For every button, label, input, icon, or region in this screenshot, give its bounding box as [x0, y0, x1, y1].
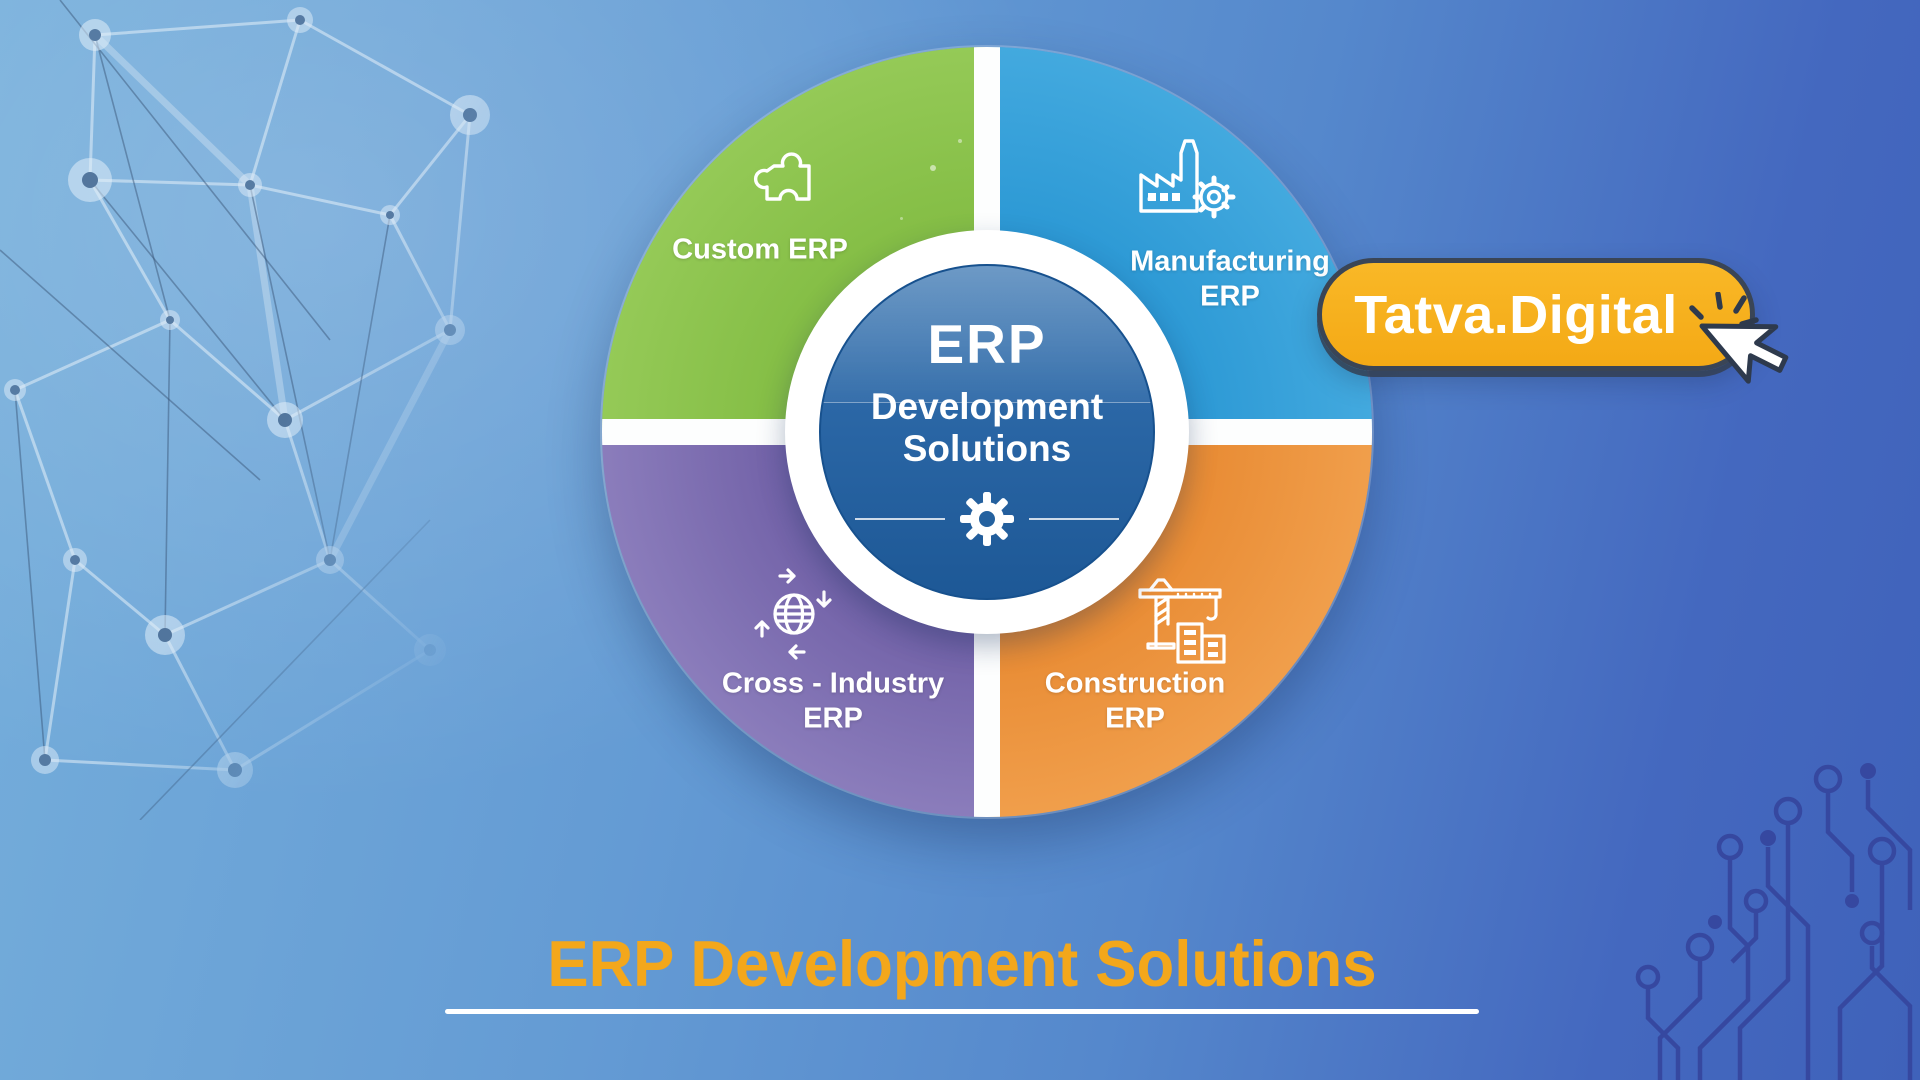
- sparkle-dot: [900, 217, 903, 220]
- circuit-decoration: [1635, 763, 1913, 1080]
- center-subtitle-line2: Solutions: [902, 428, 1072, 469]
- network-decoration: [0, 0, 490, 820]
- tatva-digital-button-label: Tatva.Digital: [1354, 284, 1678, 345]
- label-line: Construction: [1044, 667, 1226, 700]
- tatva-digital-button[interactable]: Tatva.Digital: [1317, 258, 1755, 371]
- center-hub: ERP Development Solutions: [819, 264, 1155, 600]
- gear-icon: [960, 492, 1014, 546]
- sparkle-dot: [958, 139, 962, 143]
- label-line: ERP: [1200, 281, 1260, 313]
- label-line: Cross - Industry: [721, 667, 945, 700]
- network-nodes: [4, 7, 490, 788]
- label-line: Manufacturing: [1130, 245, 1330, 278]
- center-title: ERP: [927, 313, 1047, 375]
- puzzle-icon: [753, 152, 811, 201]
- label-custom-erp: Custom ERP: [672, 232, 848, 267]
- title-underline: [445, 1009, 1479, 1014]
- center-subtitle-line1: Development: [870, 386, 1104, 427]
- label-line: ERP: [803, 703, 863, 735]
- label-line: Custom ERP: [672, 233, 848, 266]
- globe-arrows-icon: [754, 568, 832, 660]
- factory-gear-icon: [1139, 139, 1236, 219]
- cursor-click-icon: [1689, 292, 1789, 384]
- divider-line: [855, 518, 945, 520]
- sparkle-dot: [930, 165, 936, 171]
- center-gear-row: [821, 490, 1153, 548]
- label-line: ERP: [1105, 703, 1165, 735]
- page-title: ERP Development Solutions: [547, 927, 1377, 1000]
- crane-icon: [1138, 578, 1226, 664]
- divider-line: [1029, 518, 1119, 520]
- center-hub-gloss: [821, 266, 1153, 404]
